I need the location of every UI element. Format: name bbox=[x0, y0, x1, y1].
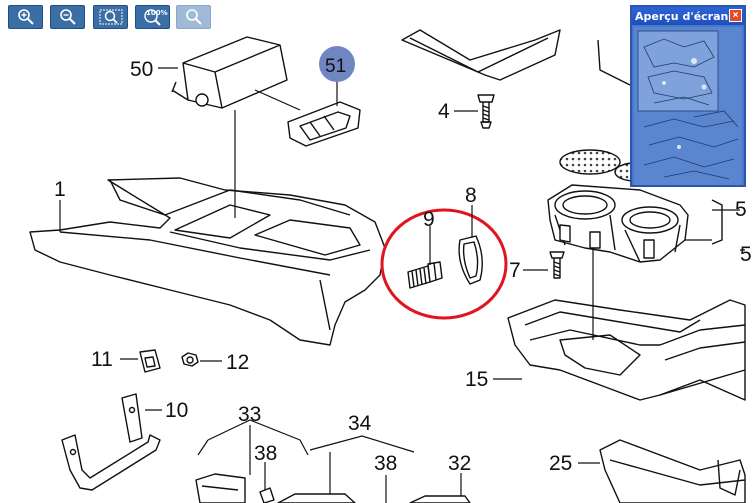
zoom-in-button[interactable] bbox=[8, 5, 43, 29]
zoom-100-icon bbox=[143, 9, 161, 26]
zoom-100-button[interactable]: 100% bbox=[135, 5, 170, 29]
part-8-clip[interactable] bbox=[458, 235, 483, 285]
callout-10[interactable]: 10 bbox=[165, 399, 188, 422]
part-10-bracket[interactable] bbox=[61, 393, 161, 491]
part-34-tray[interactable] bbox=[277, 493, 356, 503]
part-15-console-panel[interactable] bbox=[507, 299, 746, 401]
callout-4[interactable]: 4 bbox=[438, 100, 450, 123]
zoom-out-icon bbox=[59, 9, 76, 25]
part-33-tray[interactable] bbox=[195, 473, 246, 503]
part-9-bolt[interactable] bbox=[407, 261, 443, 289]
zoom-out-button[interactable] bbox=[50, 5, 85, 29]
preview-window[interactable]: Aperçu d'écran × bbox=[630, 5, 746, 187]
callout-7[interactable]: 7 bbox=[509, 259, 521, 282]
zoom-disabled-button[interactable] bbox=[176, 5, 211, 29]
part-4-screw[interactable] bbox=[477, 94, 495, 129]
part-12-nut[interactable] bbox=[181, 352, 199, 367]
callout-51[interactable]: 51 bbox=[325, 56, 346, 77]
thumbnail-drawing bbox=[637, 30, 739, 180]
zoom-icon bbox=[185, 9, 202, 25]
part-32-tray[interactable] bbox=[409, 495, 471, 503]
callout-5b[interactable]: 5 bbox=[740, 243, 752, 266]
callout-12[interactable]: 12 bbox=[226, 351, 249, 374]
callout-9[interactable]: 9 bbox=[423, 208, 435, 231]
callout-8[interactable]: 8 bbox=[465, 184, 477, 207]
part-5-cup-holder[interactable] bbox=[547, 184, 689, 263]
callout-11[interactable]: 11 bbox=[91, 348, 113, 371]
highlight-circle bbox=[380, 208, 508, 320]
part-51-tray[interactable] bbox=[287, 101, 361, 147]
zoom-fit-icon bbox=[99, 9, 122, 25]
callout-15[interactable]: 15 bbox=[465, 368, 488, 391]
part-50-armrest[interactable] bbox=[171, 36, 288, 109]
callout-25[interactable]: 25 bbox=[549, 452, 572, 475]
part-right-bracket bbox=[597, 39, 631, 86]
zoom-fit-button[interactable] bbox=[93, 5, 128, 29]
callout-34[interactable]: 34 bbox=[348, 412, 372, 435]
zoom-100-text: 100% bbox=[146, 9, 168, 17]
part-38-clip-a[interactable] bbox=[259, 487, 275, 503]
bracket-5a bbox=[711, 199, 723, 245]
callout-1[interactable]: 1 bbox=[54, 178, 66, 201]
part-top-frame[interactable] bbox=[401, 29, 561, 81]
callout-38a[interactable]: 38 bbox=[254, 442, 277, 465]
callout-38b[interactable]: 38 bbox=[374, 452, 397, 475]
preview-thumbnail[interactable] bbox=[634, 27, 742, 185]
preview-title: Aperçu d'écran bbox=[632, 7, 744, 25]
zoom-in-icon bbox=[17, 9, 34, 25]
callout-51-highlight bbox=[319, 46, 355, 82]
callout-33[interactable]: 33 bbox=[238, 403, 261, 426]
part-11-clip[interactable] bbox=[139, 349, 161, 373]
callout-32[interactable]: 32 bbox=[448, 452, 471, 475]
part-7-screw[interactable] bbox=[549, 251, 565, 279]
part-25-trim[interactable] bbox=[599, 439, 746, 503]
callout-50[interactable]: 50 bbox=[130, 58, 153, 81]
part-1-center-console[interactable] bbox=[29, 177, 386, 346]
callout-5a[interactable]: 5 bbox=[735, 198, 747, 221]
close-icon[interactable]: × bbox=[729, 9, 742, 22]
